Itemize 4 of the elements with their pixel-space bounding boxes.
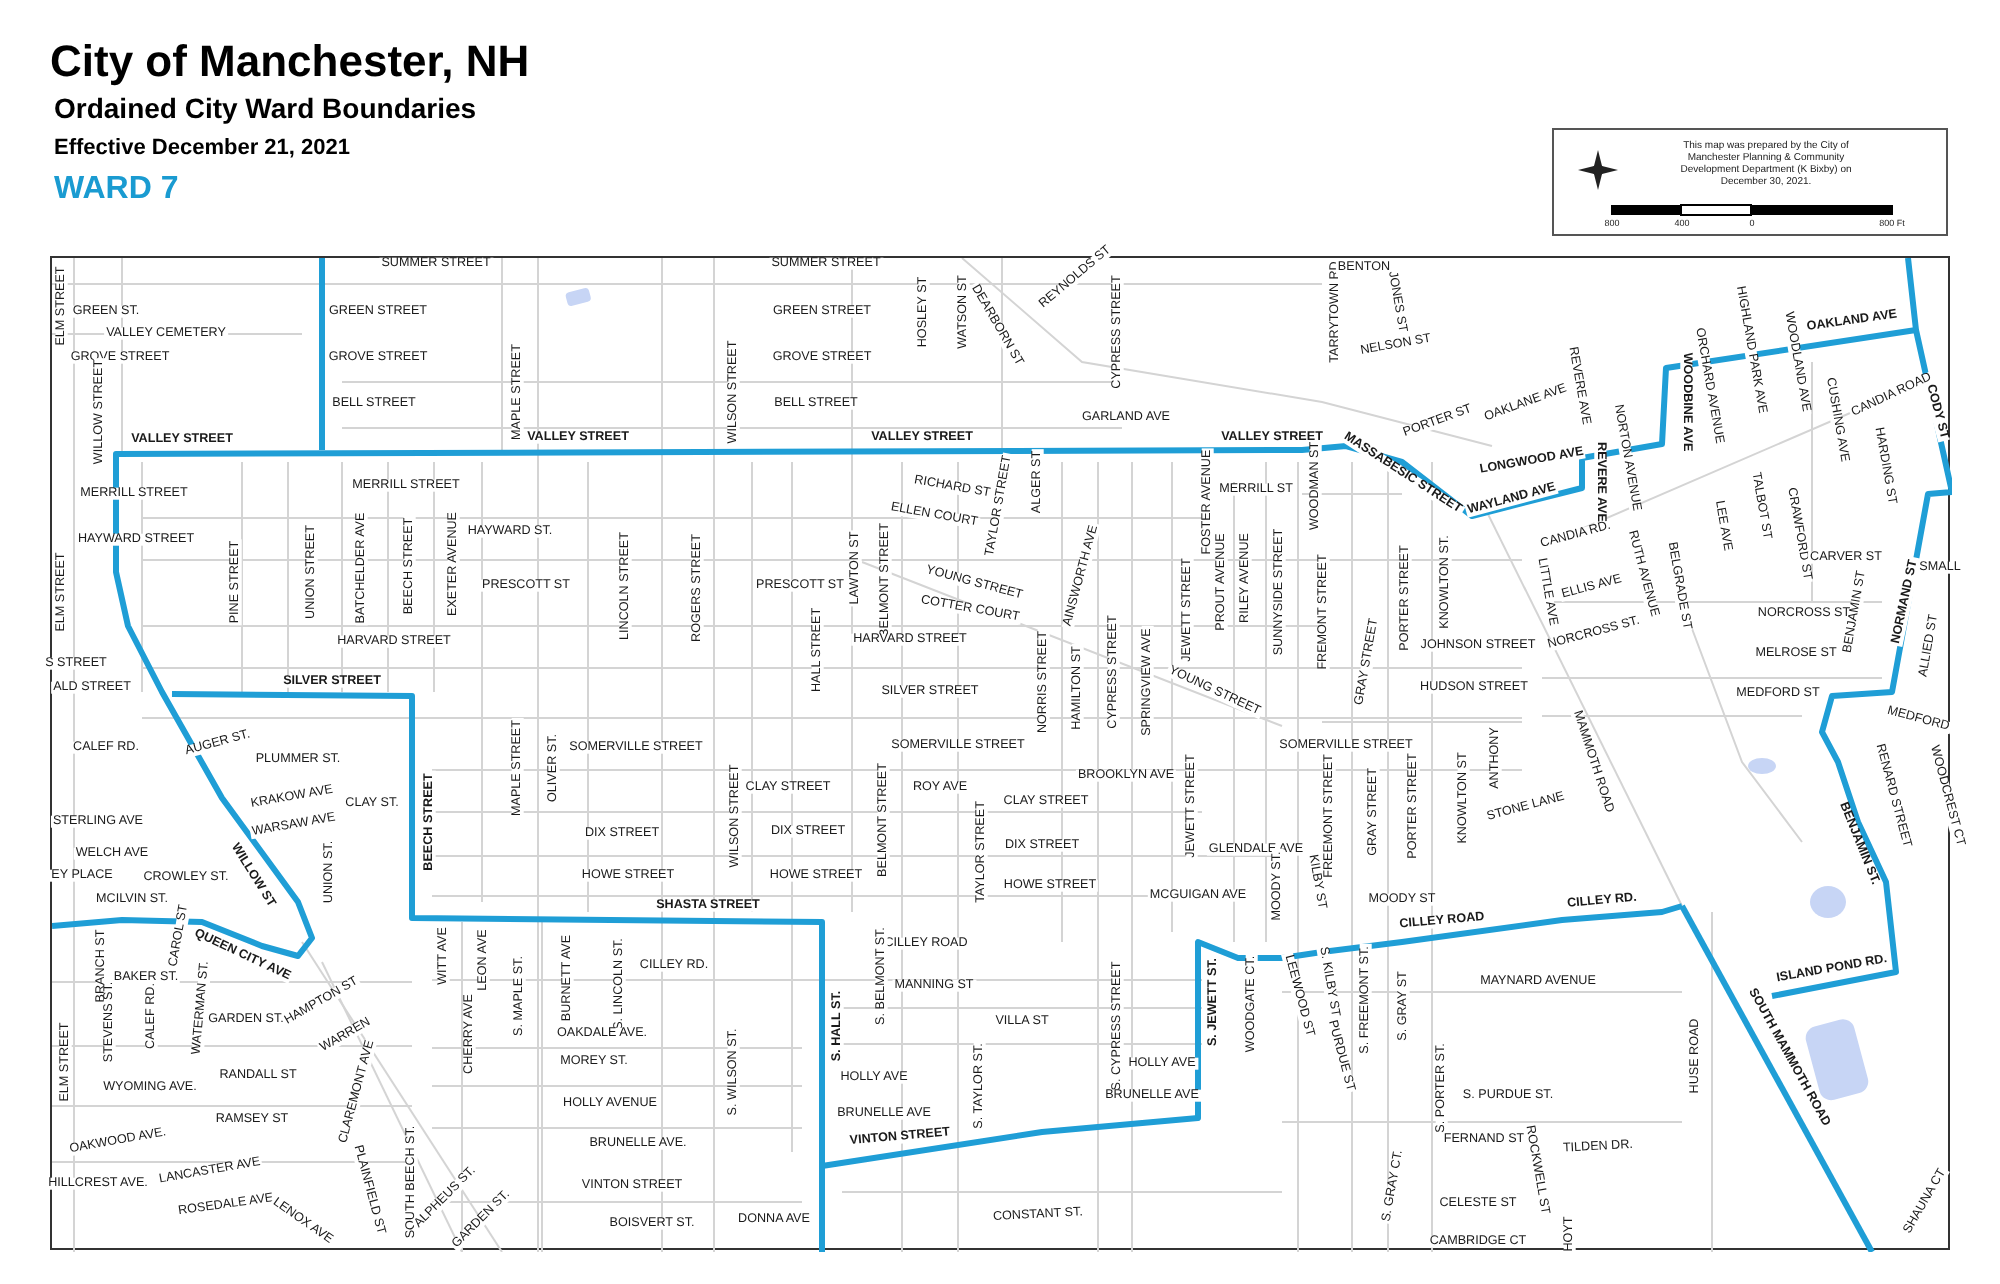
- map-title: City of Manchester, NH: [50, 36, 530, 88]
- effective-date: Effective December 21, 2021: [54, 136, 350, 160]
- subtitle: Ordained City Ward Boundaries: [54, 92, 477, 124]
- ward-heading: WARD 7: [54, 172, 179, 208]
